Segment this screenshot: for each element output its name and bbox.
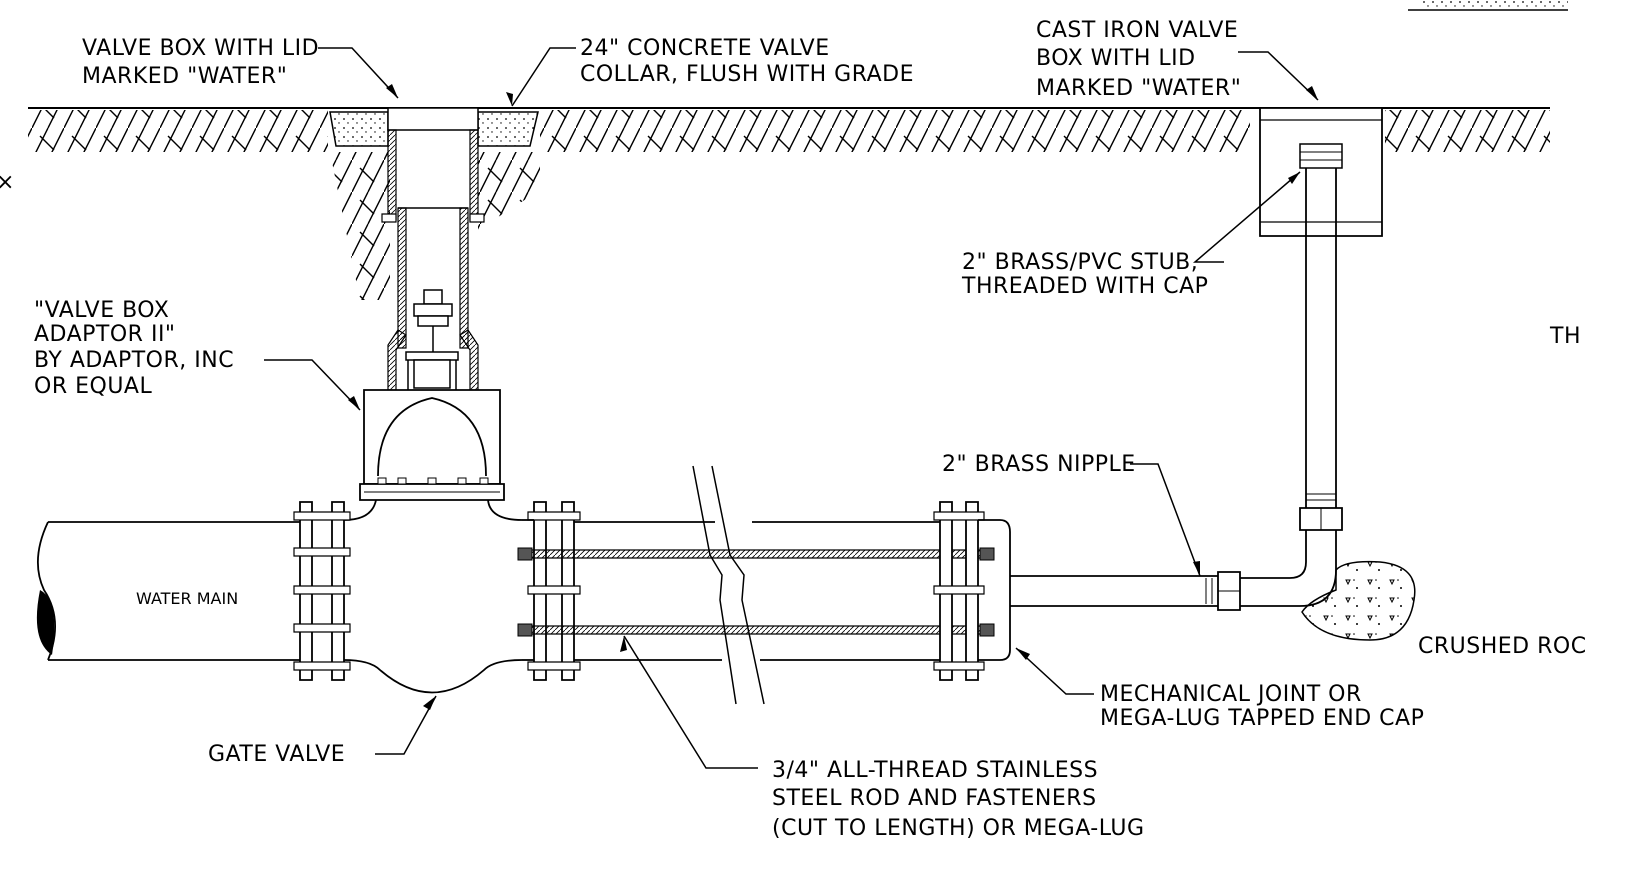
water-main-pipe: [36, 522, 300, 660]
edge-mark-left: ×: [0, 170, 15, 195]
label-valve-box-line1: VALVE BOX WITH LID: [82, 36, 320, 61]
break-lines: [693, 466, 764, 704]
leader-adaptor: [264, 360, 360, 410]
label-valve-box-line2: MARKED "WATER": [82, 64, 288, 89]
concrete-collar: [330, 112, 538, 146]
leader-cast-iron: [1238, 52, 1318, 100]
cast-iron-box: [1260, 108, 1382, 236]
soil-hatch-right: [1385, 110, 1550, 152]
label-adaptor-line1: "VALVE BOX: [34, 298, 170, 323]
leader-mech-joint: [1016, 648, 1094, 694]
label-brass-nipple: 2" BRASS NIPPLE: [942, 452, 1136, 477]
leader-rod: [624, 636, 758, 768]
label-adaptor-line2: ADAPTOR II": [34, 322, 176, 347]
arrowheads: [348, 84, 1318, 710]
label-mech-joint-line1: MECHANICAL JOINT OR: [1100, 682, 1362, 707]
flange-left: [294, 502, 350, 680]
label-adaptor-line3: BY ADAPTOR, INC: [34, 348, 235, 373]
label-stub-line1: 2" BRASS/PVC STUB,: [962, 250, 1199, 275]
label-adaptor-line4: OR EQUAL: [34, 374, 153, 399]
leader-nipple: [1130, 464, 1200, 576]
valve-box: [382, 108, 484, 390]
label-collar-line1: 24" CONCRETE VALVE: [580, 36, 830, 61]
soil-hatch-mid: [540, 110, 1250, 152]
leader-collar: [512, 48, 576, 106]
soil-hatch-trench-left: [330, 152, 390, 300]
edge-text-right: TH: [1550, 324, 1581, 349]
label-gate-valve: GATE VALVE: [208, 742, 346, 767]
label-rod-line1: 3/4" ALL-THREAD STAINLESS: [772, 758, 1099, 783]
label-cast-iron-line3: MARKED "WATER": [1036, 76, 1242, 101]
ground-surface: [28, 108, 1550, 300]
label-cast-iron-line2: BOX WITH LID: [1036, 46, 1196, 71]
leader-stub: [1195, 172, 1300, 262]
leader-valve-box: [318, 48, 398, 98]
soil-hatch-trench-right: [478, 152, 540, 230]
crushed-rock: [1302, 562, 1415, 640]
valve-operator: [406, 290, 458, 390]
label-water-main: WATER MAIN: [136, 589, 239, 608]
label-rod-line3: (CUT TO LENGTH) OR MEGA-LUG: [772, 816, 1145, 841]
label-mech-joint-line2: MEGA-LUG TAPPED END CAP: [1100, 706, 1425, 731]
end-cap-flange: [934, 502, 1010, 680]
tie-rods: [518, 548, 994, 636]
label-collar-line2: COLLAR, FLUSH WITH GRADE: [580, 62, 914, 87]
label-rod-line2: STEEL ROD AND FASTENERS: [772, 786, 1097, 811]
service-line: [1010, 236, 1342, 610]
label-stub-line2: THREADED WITH CAP: [962, 274, 1209, 299]
pipe-spool: [574, 522, 940, 660]
edge-fragment: [1408, 0, 1568, 10]
flange-right-valve: [522, 502, 580, 680]
leader-lines: [264, 48, 1318, 768]
leader-gate-valve: [375, 696, 436, 754]
soil-hatch-left: [28, 110, 328, 152]
label-crushed-rock: CRUSHED ROC: [1418, 634, 1587, 659]
gate-valve-body: [344, 390, 522, 693]
label-cast-iron-line1: CAST IRON VALVE: [1036, 18, 1239, 43]
